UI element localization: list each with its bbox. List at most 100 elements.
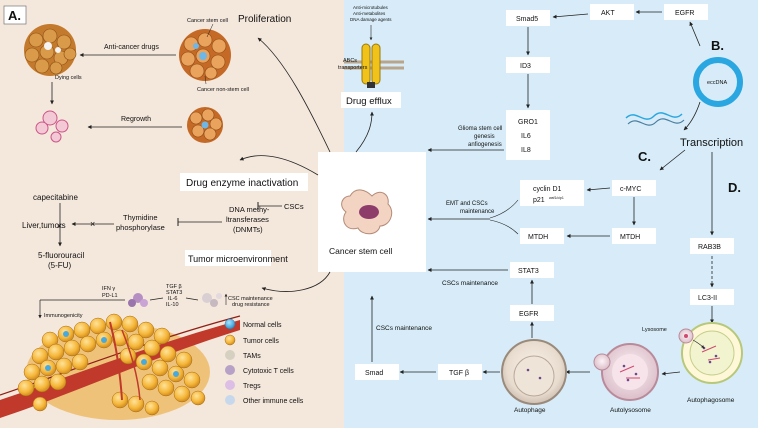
cancer-stem-cell-icon: [341, 189, 393, 235]
legend-cytotoxic-t-cells: Cytotoxic T cells: [243, 368, 294, 375]
cross-mark-2: ×: [57, 221, 62, 231]
panel-d-letter: D.: [728, 180, 741, 195]
abcs-label-2: transporters: [338, 65, 368, 71]
tumor-microenvironment-label: Tumor microenvironment: [188, 254, 288, 264]
id3-node: ID3: [520, 63, 531, 70]
smad-node: Smad: [365, 370, 383, 377]
drug-efflux-label: Drug efflux: [346, 96, 392, 107]
il8-node: IL8: [521, 147, 531, 154]
autolysosome-icon: [593, 343, 659, 401]
dnmt-label-3: (DNMTs): [233, 225, 263, 234]
cross-mark: ×: [90, 219, 95, 229]
cscs-label: CSCs: [284, 202, 304, 211]
glioma-label-3: anfiogenesis: [468, 142, 502, 148]
thymidine-label-2: phosphorylase: [116, 223, 165, 232]
abc-transporter-icon: [344, 43, 404, 88]
ifn-label: IFN γ: [102, 286, 115, 292]
il6-node: IL6: [521, 133, 531, 140]
panel-c-letter: C.: [638, 149, 651, 164]
eccdna-label: eccDNA: [707, 80, 728, 86]
other-immune-cells-icon: [225, 395, 235, 405]
panel-a-letter: A.: [8, 8, 21, 23]
tregs-icon: [225, 380, 235, 390]
glioma-label-2: genesis: [474, 134, 495, 140]
mtdh-left-node: MTDH: [528, 234, 548, 241]
akt-node: AKT: [601, 10, 615, 17]
gro1-node: GRO1: [518, 119, 538, 126]
autophagosome-label: Autophagosome: [687, 397, 735, 404]
transcription-label: Transcription: [680, 137, 743, 149]
p21-node: p21: [533, 197, 545, 204]
fu-label-2: (5-FU): [48, 261, 71, 270]
proliferation-cluster: [179, 29, 231, 81]
mtdh-right-node: MTDH: [620, 234, 640, 241]
egfr-bottom-node: EGFR: [519, 311, 538, 318]
cyclin-node: cyclin D1: [533, 186, 562, 193]
capecitabine-label: capecitabine: [33, 193, 78, 202]
legend-tumor-cells: Tumor cells: [243, 338, 279, 345]
pdl1-label: PD-L1: [102, 293, 118, 299]
regrowth-label: Regrowth: [121, 116, 151, 123]
normal-cells-icon: [224, 318, 236, 330]
legend-tams: TAMs: [243, 353, 261, 360]
autophage-icon: [501, 339, 567, 405]
cytokine-il10: IL-10: [166, 302, 179, 308]
cytokine-il6: IL-6: [168, 296, 177, 302]
csc-maintenance-label: CSC maintenance: [228, 296, 273, 302]
glioma-label-1: Glioma stem cell: [458, 126, 502, 132]
drug-list-2: Anti-metabolites: [353, 11, 386, 16]
dying-cells-label: Dying cells: [55, 75, 82, 81]
t-cells-icon: [128, 293, 148, 307]
fu-label-1: 5-fluorouracil: [38, 251, 84, 260]
immunogenicity-label: Immunogenicity: [44, 313, 83, 319]
proliferation-label: Proliferation: [238, 14, 291, 25]
drug-resistance-label: drug resistance: [232, 302, 270, 308]
regrowth-small-cells: [35, 110, 69, 143]
legend-other-immune-cells: Other immune cells: [243, 398, 304, 405]
cytotoxic-t-cells-icon: [225, 365, 235, 375]
lysosome-label: Lysosome: [642, 327, 667, 333]
lc3-node: LC3-II: [698, 295, 717, 302]
center-cancer-stem-cell-label: Cancer stem cell: [329, 246, 392, 256]
stat3-node: STAT3: [518, 268, 539, 275]
cytokine-tgfb: TGF β: [166, 284, 182, 290]
tumor-cells-icon: [224, 334, 236, 346]
thymidine-label-1: Thymidine: [123, 213, 158, 222]
abcs-label-1: ABCs: [343, 58, 357, 64]
drug-enzyme-inactivation-label: Drug enzyme inactivation: [186, 178, 298, 189]
cancer-stem-cell-small-label: Cancer stem cell: [187, 18, 228, 24]
drug-list-1: Anti-microtubules: [353, 5, 389, 10]
anti-cancer-drugs-label: Anti-cancer drugs: [104, 44, 159, 51]
p21-superscript: waf1/cip1: [549, 196, 564, 200]
cscs-maintenance-label-1: CSCs maintenance: [442, 280, 498, 287]
emt-label-1: EMT and CSCs: [446, 201, 488, 207]
tams-icon: [225, 350, 235, 360]
drug-list-3: DNA damage agents: [350, 17, 392, 22]
autophage-label: Autophage: [514, 407, 546, 414]
cmyc-node: c-MYC: [620, 186, 641, 193]
regrowth-cluster: [187, 107, 223, 143]
emt-label-2: maintenance: [460, 209, 495, 215]
dnmt-label-2: ltransferases: [226, 215, 269, 224]
dnmt-label-1: DNA methy-: [229, 205, 270, 214]
tumor-mass: [0, 313, 241, 420]
egfr-top-node: EGFR: [675, 10, 694, 17]
autolysosome-label: Autolysosome: [610, 407, 651, 414]
autophagosome-icon: [681, 322, 743, 384]
cscs-maintenance-label-2: CSCs maintenance: [376, 325, 432, 332]
cytokine-stat3: STAT3: [166, 290, 182, 296]
legend: Normal cells Tumor cells TAMs Cytotoxic …: [224, 318, 304, 405]
rab3b-node: RAB3B: [698, 244, 721, 251]
lysosome-icon: [678, 328, 694, 344]
cancer-non-stem-label: Cancer non-stem cell: [197, 87, 249, 93]
dying-cells-cluster: [24, 24, 77, 76]
tgfb-node: TGF β: [449, 370, 469, 377]
smad5-node: Smad5: [516, 16, 538, 23]
eccdna-icon: [625, 57, 743, 126]
panel-b-letter: B.: [711, 38, 724, 53]
tam-cells-icon: [202, 293, 222, 307]
liver-tumors-label: Liver,tumors: [22, 221, 66, 230]
legend-tregs: Tregs: [243, 383, 261, 390]
